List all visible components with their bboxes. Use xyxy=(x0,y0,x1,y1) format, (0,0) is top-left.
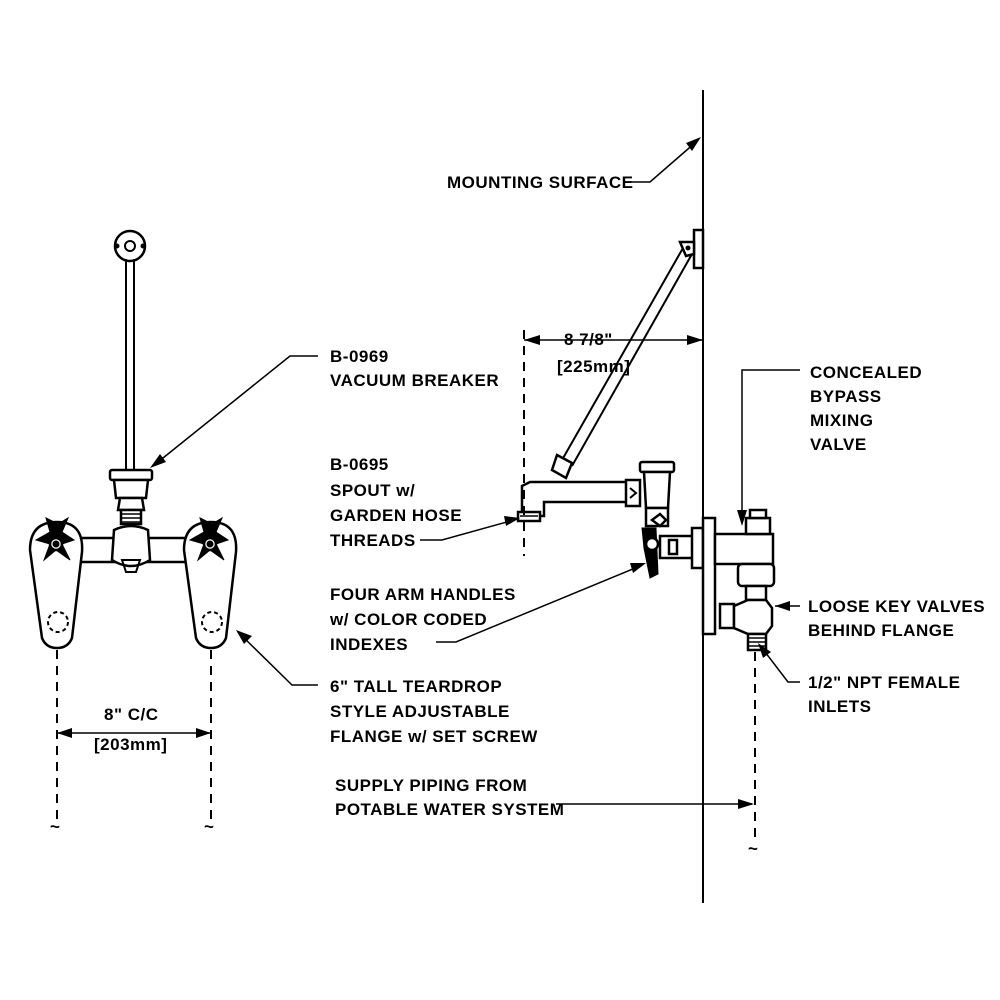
vacuum-breaker xyxy=(108,468,154,526)
concealed-valve-label-2: BYPASS xyxy=(810,387,882,406)
front-view: ~ ~ 8" C/C [203mm] xyxy=(28,229,238,836)
side-stem xyxy=(658,526,705,570)
concealed-mixing-valve xyxy=(701,508,776,636)
spout-label-4: THREADS xyxy=(330,531,416,550)
faucet-body xyxy=(68,524,192,573)
side-break-symbol: ~ xyxy=(748,839,758,858)
supply-leader xyxy=(556,799,754,809)
vacuum-breaker-label-1: B-0969 xyxy=(330,347,389,366)
centers-dimension-mm: [203mm] xyxy=(94,735,167,754)
flange-leader xyxy=(236,630,318,686)
side-brace xyxy=(550,247,693,480)
vacuum-breaker-leader xyxy=(150,355,318,468)
left-handle xyxy=(34,516,76,562)
flange-label-2: STYLE ADJUSTABLE xyxy=(330,702,510,721)
right-handle xyxy=(188,516,230,562)
concealed-valve-label-3: MIXING xyxy=(810,411,873,430)
spout-label-1: B-0695 xyxy=(330,455,389,474)
handles-label-2: w/ COLOR CODED xyxy=(329,610,487,629)
supply-label-2: POTABLE WATER SYSTEM xyxy=(335,800,564,819)
flange-label-3: FLANGE w/ SET SCREW xyxy=(330,727,538,746)
inlets-leader xyxy=(758,643,800,683)
inlets-label-2: INLETS xyxy=(808,697,871,716)
side-view: ~ 8 7/8" [225mm] xyxy=(516,90,776,903)
right-flange xyxy=(182,520,238,650)
mounting-surface-leader xyxy=(628,137,701,183)
flange-label-1: 6" TALL TEARDROP xyxy=(330,677,502,696)
left-flange xyxy=(28,520,84,650)
concealed-valve-leader xyxy=(737,369,800,526)
right-break-symbol: ~ xyxy=(204,817,214,836)
projection-dimension-in: 8 7/8" xyxy=(564,330,613,349)
side-wall-bracket xyxy=(678,228,705,270)
concealed-valve-label-1: CONCEALED xyxy=(810,363,922,382)
centers-dimension: 8" C/C [203mm] xyxy=(57,705,211,754)
side-vacuum-breaker xyxy=(638,460,676,528)
side-handle xyxy=(641,512,668,579)
concealed-valve-label-4: VALVE xyxy=(810,435,867,454)
handles-leader xyxy=(436,563,646,643)
centers-dimension-in: 8" C/C xyxy=(104,705,159,724)
key-valves-label-1: LOOSE KEY VALVES xyxy=(808,597,985,616)
projection-dimension: 8 7/8" [225mm] xyxy=(524,330,703,376)
supply-label-1: SUPPLY PIPING FROM xyxy=(335,776,527,795)
mounting-surface-label: MOUNTING SURFACE xyxy=(447,173,634,192)
brace-rod xyxy=(125,259,135,470)
handles-label-3: INDEXES xyxy=(330,635,408,654)
spout-leader xyxy=(420,516,520,541)
spout xyxy=(516,478,642,523)
spout-label-2: SPOUT w/ xyxy=(330,481,415,500)
loose-key-valve xyxy=(718,598,774,652)
key-valves-leader xyxy=(775,601,800,611)
spout-label-3: GARDEN HOSE xyxy=(330,506,462,525)
wall-bracket xyxy=(113,229,147,263)
projection-dimension-mm: [225mm] xyxy=(557,357,630,376)
left-break-symbol: ~ xyxy=(50,817,60,836)
handles-label-1: FOUR ARM HANDLES xyxy=(330,585,516,604)
inlets-label-1: 1/2" NPT FEMALE xyxy=(808,673,961,692)
key-valves-label-2: BEHIND FLANGE xyxy=(808,621,954,640)
vacuum-breaker-label-2: VACUUM BREAKER xyxy=(330,371,499,390)
